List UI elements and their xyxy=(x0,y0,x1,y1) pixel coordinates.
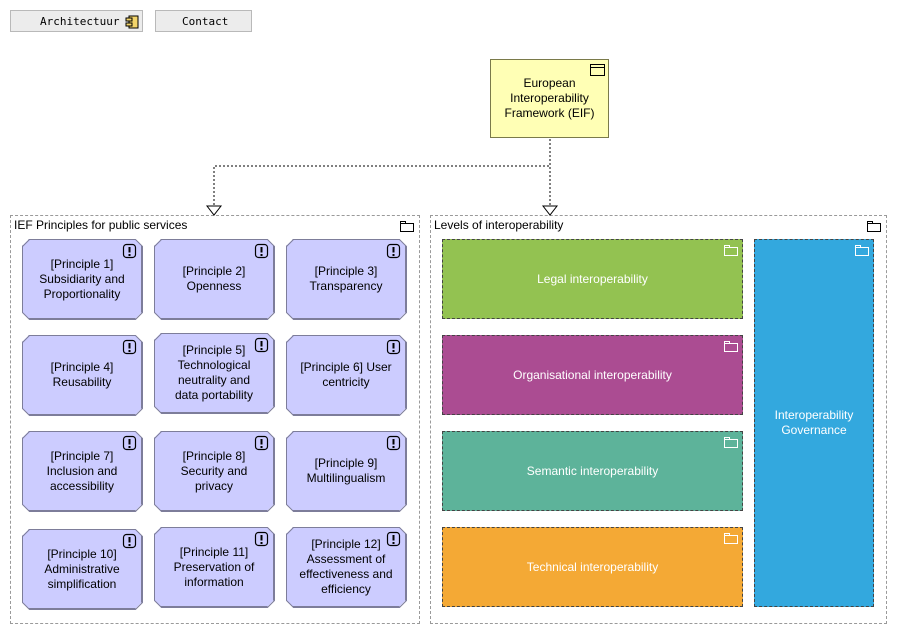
principle-7[interactable]: [Principle 7] Inclusion and accessibilit… xyxy=(22,431,142,511)
legal-label: Legal interoperability xyxy=(537,271,648,286)
principle-12[interactable]: [Principle 12] Assessment of effectivene… xyxy=(286,527,406,607)
principle-6[interactable]: [Principle 6] User centricity xyxy=(286,335,406,415)
principle-label: [Principle 1] Subsidiarity and Proportio… xyxy=(39,256,125,301)
principle-label: [Principle 7] Inclusion and accessibilit… xyxy=(46,448,118,493)
eif-label: European Interoperability Framework (EIF… xyxy=(504,76,595,120)
folder-icon xyxy=(400,221,414,232)
principle-label: [Principle 4] Reusability xyxy=(50,360,114,389)
package-icon xyxy=(590,64,605,76)
principle-3[interactable]: [Principle 3] Transparency xyxy=(286,239,406,319)
contact-button[interactable]: Contact xyxy=(155,10,252,32)
principle-10[interactable]: [Principle 10] Administrative simplifica… xyxy=(22,529,142,609)
arrowhead-levels xyxy=(541,205,559,216)
organisational-label: Organisational interoperability xyxy=(513,367,672,382)
principle-2[interactable]: [Principle 2] Openness xyxy=(154,239,274,319)
principle-1[interactable]: [Principle 1] Subsidiarity and Proportio… xyxy=(22,239,142,319)
principle-label: [Principle 8] Security and privacy xyxy=(180,448,248,493)
principle-label: [Principle 12] Assessment of effectivene… xyxy=(299,537,393,596)
governance-label: Interoperability Governance xyxy=(774,408,854,437)
principle-label: [Principle 11] Preservation of informati… xyxy=(173,544,255,589)
realization-connectors xyxy=(205,139,559,216)
technical-interoperability[interactable]: Technical interoperability xyxy=(442,527,743,607)
interoperability-governance[interactable]: Interoperability Governance xyxy=(754,239,874,607)
semantic-interoperability[interactable]: Semantic interoperability xyxy=(442,431,743,511)
folder-icon xyxy=(724,437,738,448)
eif-node[interactable]: European Interoperability Framework (EIF… xyxy=(490,59,609,138)
levels-group-title: Levels of interoperability xyxy=(434,218,564,232)
folder-icon xyxy=(724,533,738,544)
principle-label: [Principle 5] Technological neutrality a… xyxy=(174,343,254,402)
principle-label: [Principle 10] Administrative simplifica… xyxy=(44,546,120,591)
connector-to-principles[interactable] xyxy=(213,139,551,206)
architectuur-label: Architectuur xyxy=(40,15,120,28)
organisational-interoperability[interactable]: Organisational interoperability xyxy=(442,335,743,415)
principle-label: [Principle 9] Multilingualism xyxy=(306,456,386,485)
principle-9[interactable]: [Principle 9] Multilingualism xyxy=(286,431,406,511)
folder-icon xyxy=(867,221,881,232)
contact-label: Contact xyxy=(182,15,229,28)
legal-interoperability[interactable]: Legal interoperability xyxy=(442,239,743,319)
principles-group-title: IEF Principles for public services xyxy=(14,218,188,232)
semantic-label: Semantic interoperability xyxy=(526,463,659,478)
arrowhead-principles xyxy=(205,205,223,216)
principle-8[interactable]: [Principle 8] Security and privacy xyxy=(154,431,274,511)
folder-icon xyxy=(724,245,738,256)
principle-4[interactable]: [Principle 4] Reusability xyxy=(22,335,142,415)
technical-label: Technical interoperability xyxy=(526,559,659,574)
folder-icon xyxy=(724,341,738,352)
principle-label: [Principle 3] Transparency xyxy=(309,264,383,293)
principle-5[interactable]: [Principle 5] Technological neutrality a… xyxy=(154,333,274,413)
component-icon xyxy=(125,15,139,29)
folder-icon xyxy=(855,245,869,256)
architectuur-button[interactable]: Architectuur xyxy=(10,10,143,32)
principle-label: [Principle 6] User centricity xyxy=(300,360,392,389)
principle-11[interactable]: [Principle 11] Preservation of informati… xyxy=(154,527,274,607)
principle-label: [Principle 2] Openness xyxy=(182,264,246,293)
